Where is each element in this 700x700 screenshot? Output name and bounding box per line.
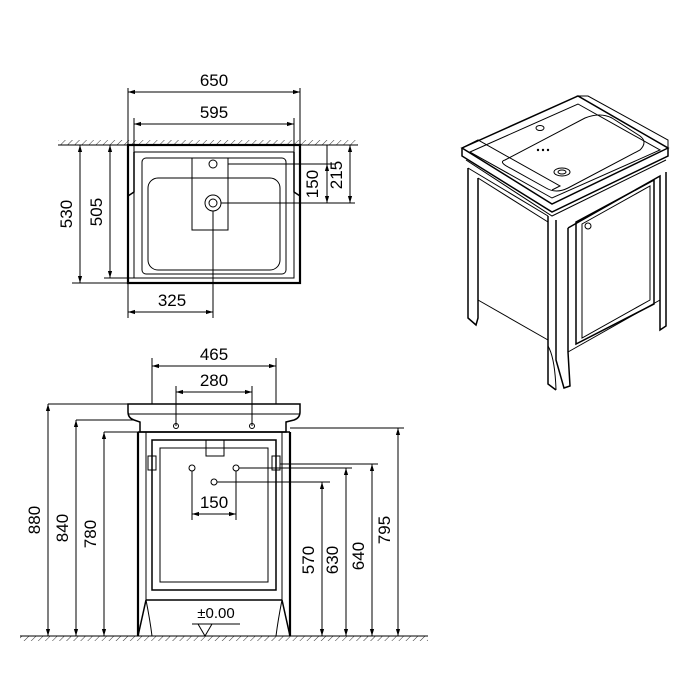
isometric-view: [460, 95, 670, 391]
dim-basin-depth: 505: [87, 198, 106, 226]
iso-cabinet-front-leg: [555, 220, 571, 389]
iso-cabinet-left-leg: [467, 168, 479, 327]
waste-outlet: [204, 194, 222, 212]
front-view: 465 280 150 880 840 780 570 630: [20, 345, 428, 641]
dim-top-height: 840: [53, 514, 72, 542]
dim-overall-depth: 530: [57, 200, 76, 228]
iso-basin-bowl: [501, 114, 645, 192]
iso-door: [575, 178, 655, 346]
iso-cabinet-right: [567, 172, 667, 332]
basin-bowl-top: [147, 177, 281, 271]
top-view: 650 595 530 505 150 215 325: [57, 71, 358, 318]
dim-cabinet-height: 780: [81, 520, 100, 548]
dim-leg-spacing: 280: [200, 371, 228, 390]
front-door: [151, 439, 277, 591]
dim-fixing-height-2: 640: [349, 542, 368, 570]
dim-cabinet-width: 465: [200, 345, 228, 364]
iso-tap-hole: [535, 125, 545, 131]
fixing-point-left: [188, 464, 196, 472]
wall-hatch: [58, 140, 358, 145]
dim-overall-width: 650: [200, 71, 228, 90]
fixing-point-right: [232, 464, 240, 472]
dim-basin-width: 595: [200, 103, 228, 122]
drain-point: [210, 478, 218, 486]
basin-outline-top: [126, 143, 302, 285]
dim-waste-from-side: 325: [158, 291, 186, 310]
dim-tap-offset: 150: [303, 170, 322, 198]
front-basin: [127, 403, 301, 433]
dim-drain-height: 570: [299, 546, 318, 574]
floor-hatch: [20, 636, 428, 641]
tap-hole: [208, 159, 218, 169]
floor-level-marker: [197, 623, 213, 637]
iso-waste: [553, 167, 571, 177]
right-bracket: [271, 455, 281, 471]
front-left-leg: [137, 599, 147, 637]
dim-fixing-height-1: 630: [323, 546, 342, 574]
dim-total-height: 880: [25, 506, 44, 534]
dim-drain-spacing: 150: [200, 493, 228, 512]
iso-door-knob: [584, 222, 592, 230]
dim-waste-offset: 215: [327, 161, 346, 189]
dim-basin-rim-height: 795: [375, 516, 394, 544]
front-right-leg: [281, 599, 291, 637]
left-bracket: [147, 455, 157, 471]
floor-level-label: ±0.00: [197, 605, 234, 622]
tap-plate: [191, 157, 229, 231]
